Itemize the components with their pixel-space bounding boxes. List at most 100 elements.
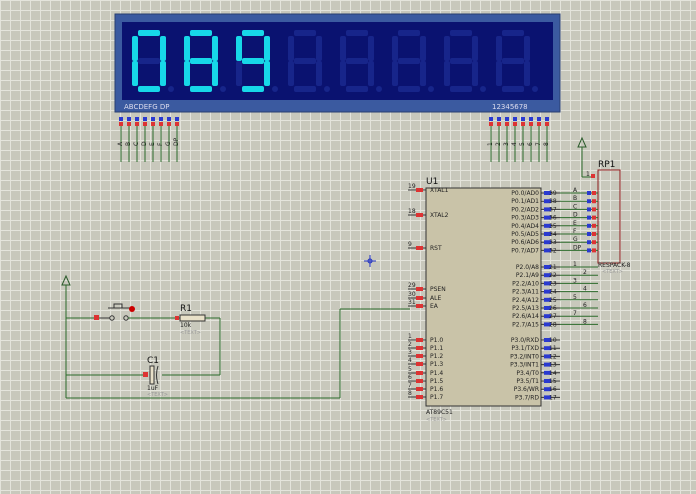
resistor-pack-rp1[interactable]: RP1 1 RESPACK-8 <TEXT>: [586, 160, 631, 275]
pin-number: 39: [549, 190, 557, 197]
mcu-pin-p13: 4P1.3: [408, 357, 443, 368]
segment-pin-g-label: G: [165, 141, 172, 146]
pin-name: P3.1/TXD: [511, 345, 539, 352]
segment-g: [242, 58, 264, 64]
pin-number: 10: [549, 337, 557, 344]
pin-number: 16: [549, 386, 557, 393]
digit-pin-4-label: 4: [511, 142, 518, 146]
r1-text-tag: <TEXT>: [180, 330, 201, 336]
segment-f: [444, 36, 450, 61]
digit-pin-2-label: 2: [495, 142, 502, 146]
segment-b: [316, 36, 322, 61]
pin-name: P0.1/AD1: [511, 198, 539, 205]
digit-pin-8-label: 8: [543, 142, 550, 146]
segment-f: [236, 36, 242, 61]
pin-name: P2.5/A13: [512, 305, 539, 312]
mcu-pin-p17: 8P1.7: [408, 390, 443, 401]
pin-number: 26: [549, 305, 557, 312]
digit-8: [496, 30, 538, 92]
mcu-pin-p12: 3P1.2: [408, 349, 443, 360]
segment-d: [346, 86, 368, 92]
segment-g: [398, 58, 420, 64]
segment-d: [138, 86, 160, 92]
power-terminal-left[interactable]: [61, 274, 71, 398]
pin-number: 8: [408, 390, 412, 397]
segment-dp: [220, 86, 226, 92]
mcu-u1[interactable]: U1 AT89C51 <TEXT> 19XTAL118XTAL29RST29PS…: [408, 177, 560, 423]
digit-1: [132, 30, 174, 92]
power-terminal-rp1[interactable]: [577, 136, 592, 178]
segment-pin-g: G: [165, 117, 172, 162]
digit-pin-8: 8: [543, 117, 550, 162]
pin-name: P2.0/A8: [516, 264, 539, 271]
net-label-b: B: [573, 195, 577, 202]
segment-d: [502, 86, 524, 92]
resistor-r1[interactable]: R1 10k <TEXT>: [175, 304, 206, 336]
segment-b: [368, 36, 374, 61]
net-label-g: G: [573, 236, 578, 243]
digit-pin-5: 5: [519, 117, 526, 162]
mcu-pin-p30rxd: 10 P3.0/RXD: [511, 337, 560, 344]
pin-number: 28: [549, 321, 557, 328]
segment-dp: [168, 86, 174, 92]
capacitor-c1[interactable]: C1 1uF <TEXT>: [143, 356, 168, 398]
segment-d: [242, 86, 264, 92]
pin-number: 2: [408, 341, 412, 348]
segment-pin-b: B: [125, 117, 132, 162]
net-label-a: A: [573, 187, 578, 194]
segment-pin-f: F: [157, 117, 164, 162]
segment-pin-dp-label: DP: [173, 137, 180, 146]
digit-4: [288, 30, 330, 92]
pin-number: 37: [549, 206, 557, 213]
pin-number: 27: [549, 313, 557, 320]
pin-name: P2.2/A10: [512, 280, 539, 287]
pin-name: P0.3/AD3: [511, 215, 539, 222]
seven-segment-display[interactable]: ABCDEFG DP 12345678: [114, 13, 561, 113]
pin-name: P1.5: [430, 378, 443, 385]
segment-e: [340, 61, 346, 86]
segment-e: [288, 61, 294, 86]
segment-dp: [480, 86, 486, 92]
segment-f: [496, 36, 502, 61]
segment-pin-e-label: E: [149, 142, 156, 146]
segment-b: [524, 36, 530, 61]
digit-pin-7-label: 7: [535, 142, 542, 146]
segment-d: [190, 86, 212, 92]
pin-name: P3.3/INT1: [510, 362, 539, 369]
pin-number: 17: [549, 394, 557, 401]
segment-f: [184, 36, 190, 61]
segment-dp: [532, 86, 538, 92]
segment-a: [138, 30, 160, 36]
pin-name: P1.0: [430, 337, 443, 344]
mcu-pin-p25a13: 26 P2.5/A13: [512, 305, 560, 312]
net-label-digit-2: 2: [583, 269, 587, 276]
pin-number: 6: [408, 374, 412, 381]
digit-pin-6-label: 6: [527, 142, 534, 146]
segment-e: [392, 61, 398, 86]
digit-pin-2: 2: [495, 117, 502, 162]
segment-pin-a: A: [117, 117, 124, 162]
pin-name: P1.6: [430, 386, 443, 393]
segment-a: [450, 30, 472, 36]
segment-e: [184, 61, 190, 86]
segment-e: [236, 61, 242, 86]
digit-pin-7: 7: [535, 117, 542, 162]
segment-dp: [376, 86, 382, 92]
pin-number: 22: [549, 272, 557, 279]
pin-name: P3.0/RXD: [511, 337, 539, 344]
pin-number: 30: [408, 291, 416, 298]
pin-name: XTAL1: [430, 187, 449, 194]
digit-pin-3: 3: [503, 117, 510, 162]
segment-pin-c-label: C: [133, 142, 140, 146]
